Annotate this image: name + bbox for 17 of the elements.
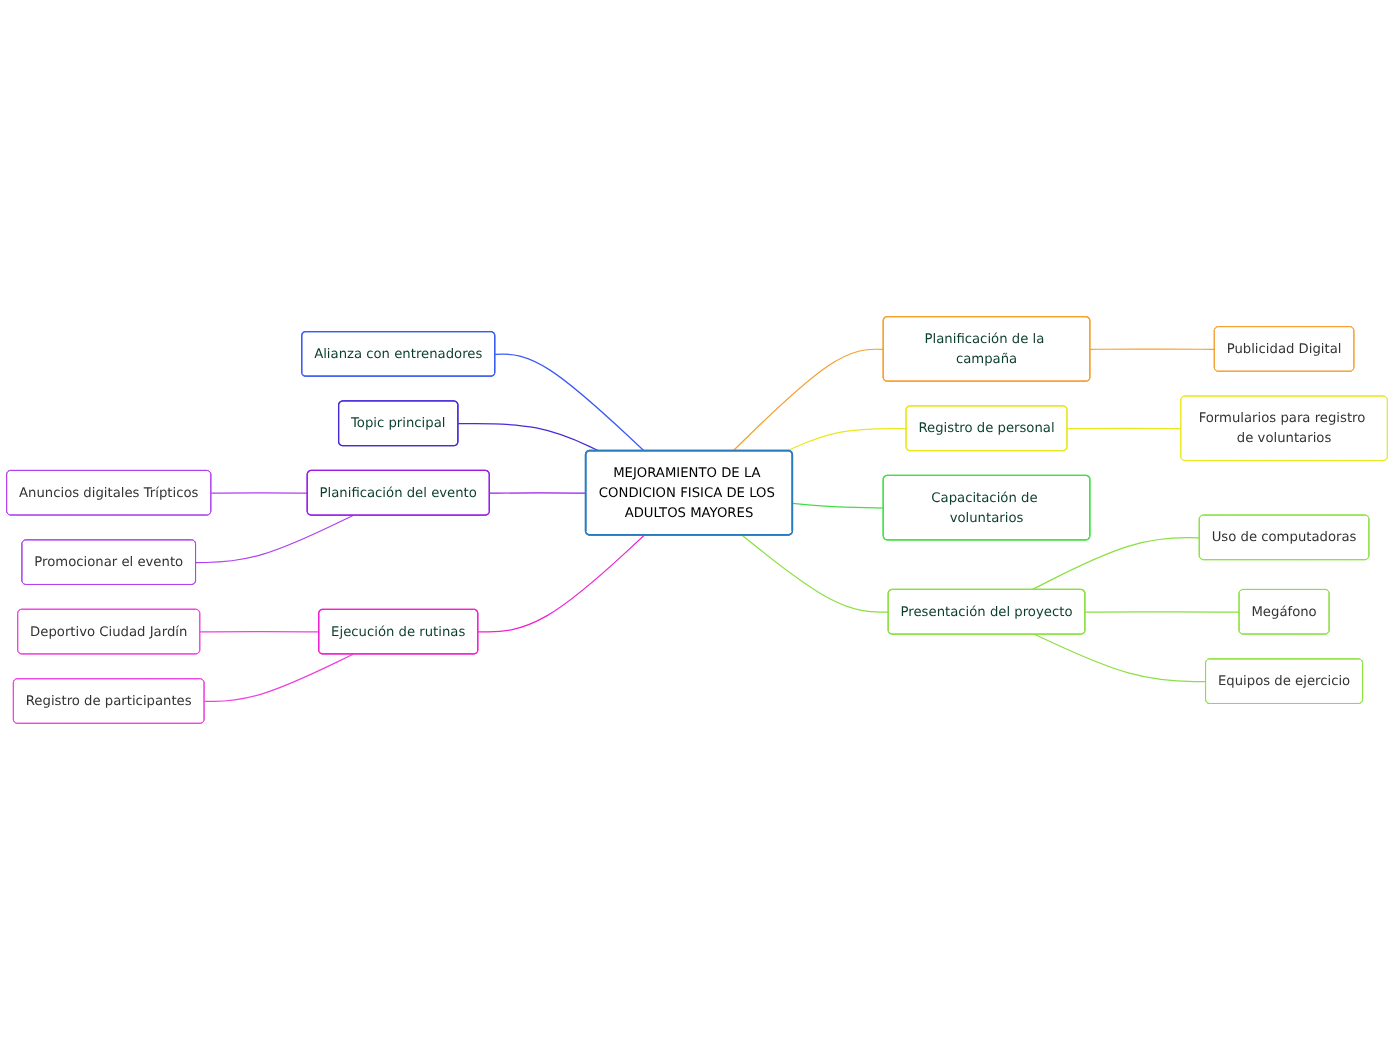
connector [199, 631, 320, 633]
connector [1030, 537, 1201, 591]
connector [494, 353, 645, 452]
connector [1066, 427, 1182, 430]
connector [1084, 611, 1241, 613]
connector [741, 534, 890, 613]
connector [203, 653, 354, 703]
connector [1089, 348, 1216, 350]
connector [1034, 633, 1207, 683]
connector [732, 348, 885, 452]
connector [195, 514, 354, 564]
connector [786, 427, 908, 452]
connector [477, 534, 645, 633]
connector [457, 423, 600, 452]
connector [489, 492, 587, 494]
connector [210, 492, 309, 494]
connector [792, 502, 885, 509]
